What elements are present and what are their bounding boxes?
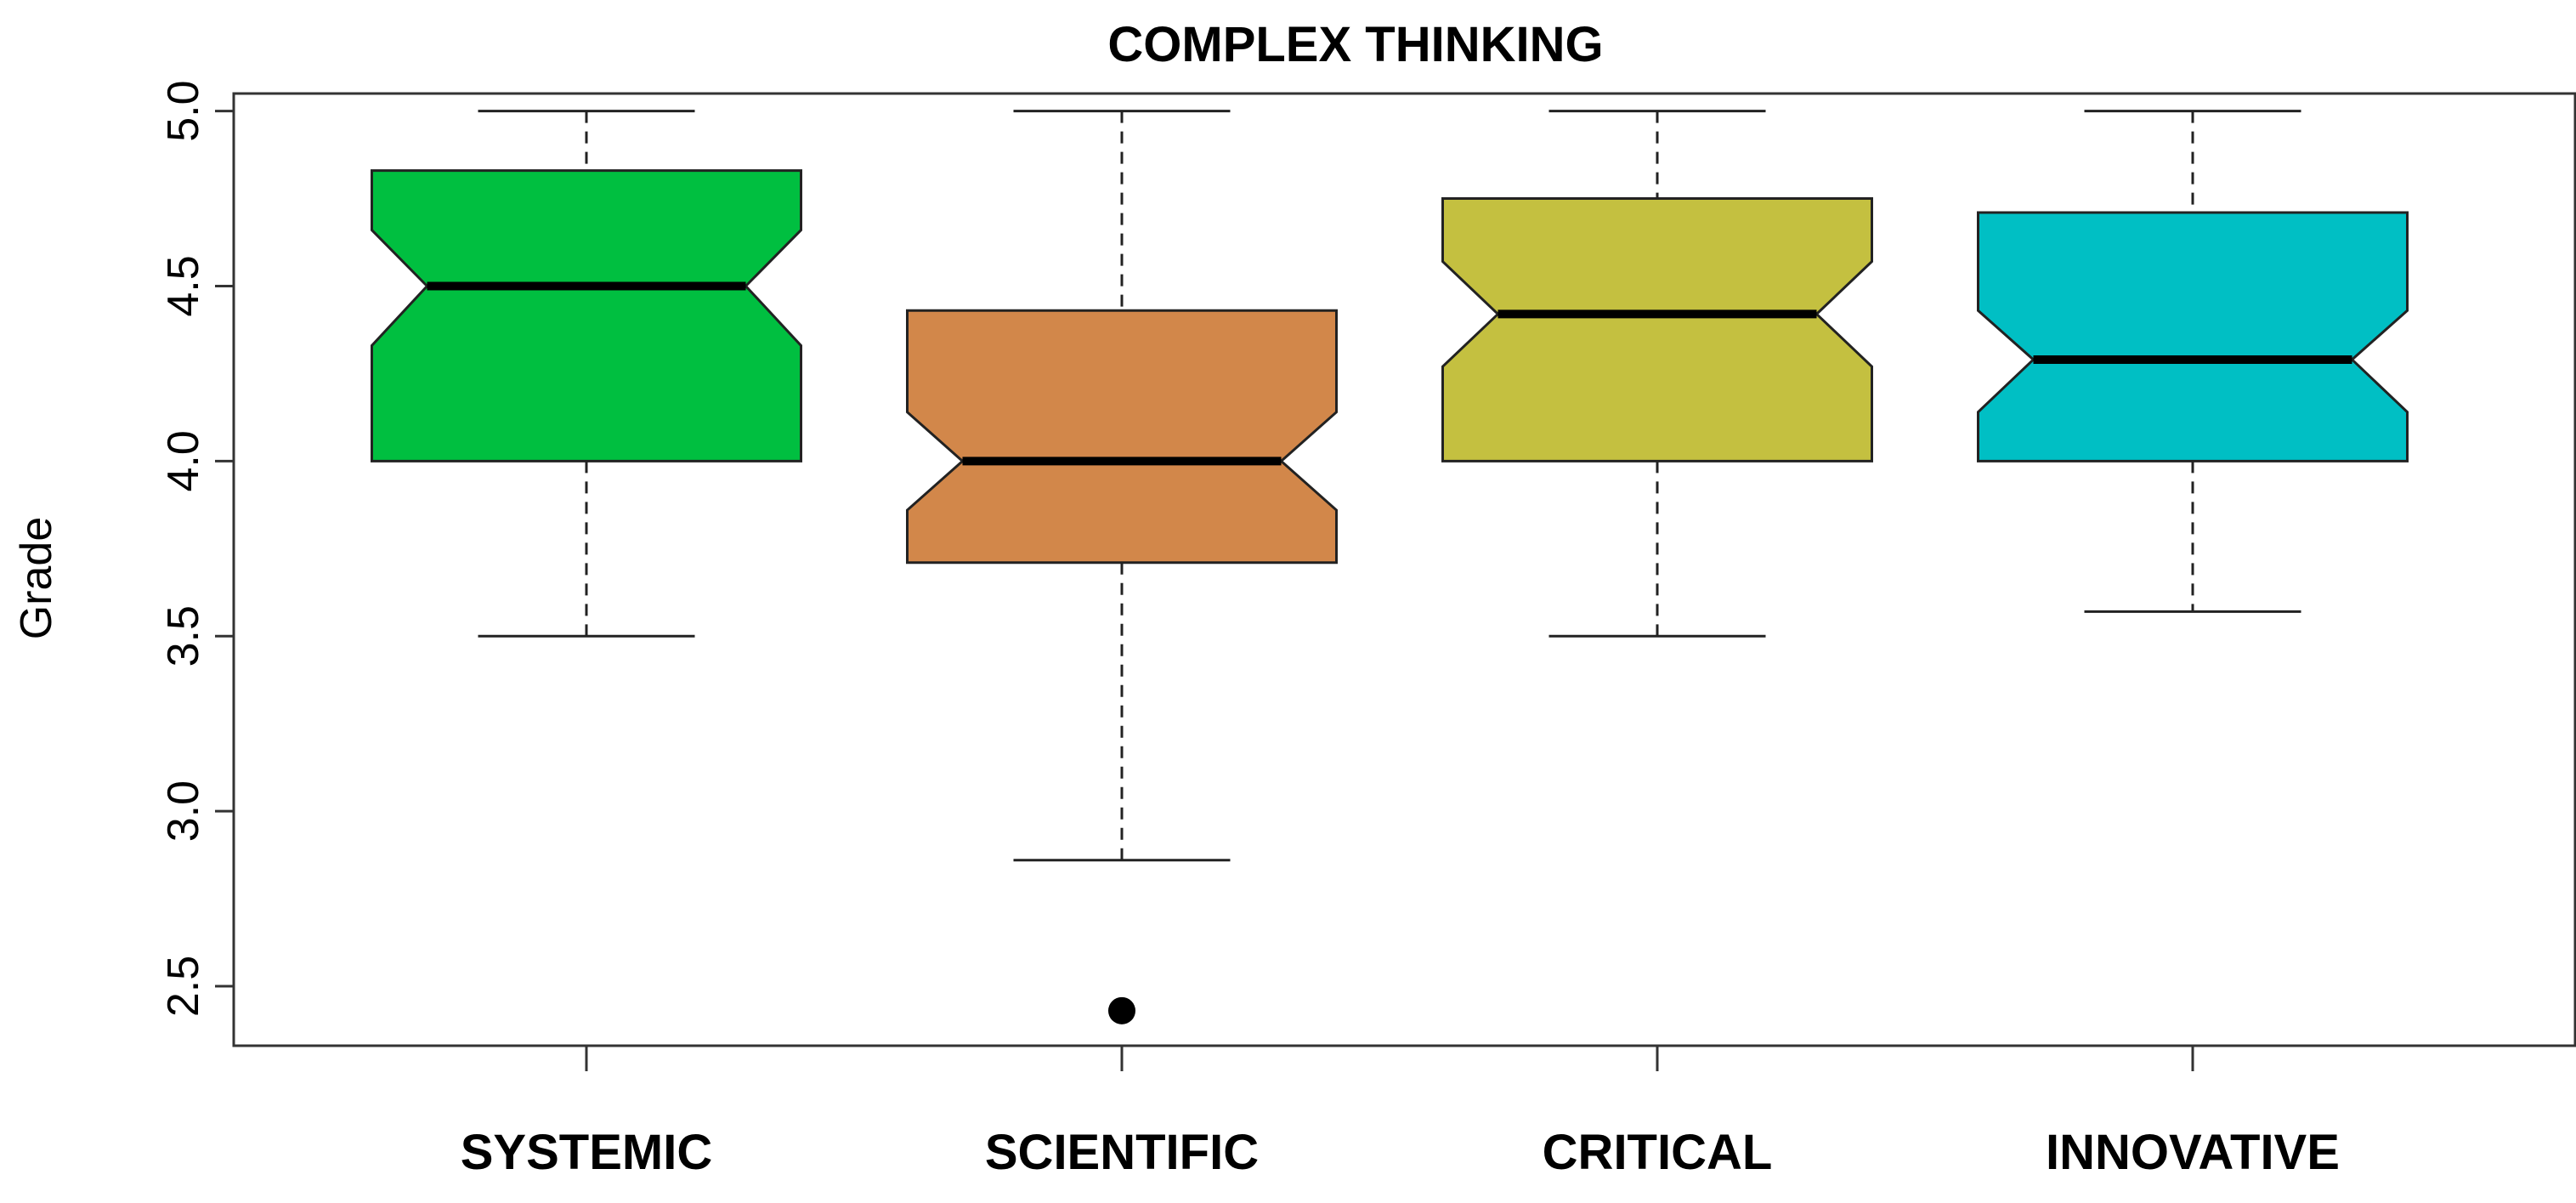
- y-tick-label: 3.0: [159, 780, 208, 842]
- y-tick-label: 4.5: [159, 255, 208, 316]
- box-critical: [1441, 110, 1873, 638]
- x-tick-label: SYSTEMIC: [461, 1125, 713, 1180]
- outlier-point: [1108, 996, 1135, 1024]
- y-axis: 2.5 3.0 3.5 4.0 4.5 5.0: [159, 80, 235, 1017]
- y-tick-label: 4.0: [159, 430, 208, 491]
- box-series: [371, 110, 2409, 1024]
- x-tick-label: INNOVATIVE: [2046, 1125, 2340, 1180]
- y-tick-label: 3.5: [159, 605, 208, 667]
- notched-box: [371, 169, 802, 462]
- box-scientific: [906, 110, 1338, 1024]
- notched-box: [1977, 211, 2409, 462]
- y-tick-label: 5.0: [159, 80, 208, 141]
- box-innovative: [1977, 110, 2409, 613]
- x-axis: SYSTEMIC SCIENTIFIC CRITICAL INNOVATIVE: [461, 1046, 2340, 1180]
- notched-box: [906, 309, 1338, 565]
- box-systemic: [371, 110, 802, 638]
- y-axis-label: Grade: [12, 517, 61, 640]
- x-tick-label: CRITICAL: [1543, 1125, 1773, 1180]
- notched-box: [1441, 197, 1873, 462]
- x-tick-label: SCIENTIFIC: [985, 1125, 1259, 1180]
- chart-title: COMPLEX THINKING: [1107, 17, 1603, 72]
- y-tick-label: 2.5: [159, 956, 208, 1017]
